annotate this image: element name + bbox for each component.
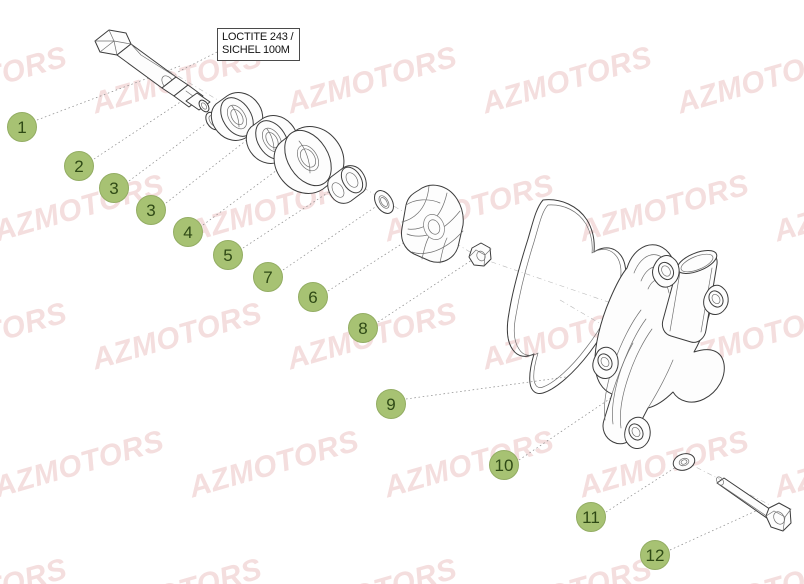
callout-bubble-spacer-sleeve[interactable]: 5 bbox=[213, 240, 243, 270]
note-line-1: LOCTITE 243 / bbox=[222, 31, 294, 43]
callout-bubble-impeller[interactable]: 6 bbox=[298, 282, 328, 312]
loctite-note-box: LOCTITE 243 / SICHEL 100M bbox=[217, 28, 300, 61]
callout-bubble-washer-bolt[interactable]: 11 bbox=[576, 502, 606, 532]
callout-bubble-seal-ring[interactable]: 4 bbox=[173, 217, 203, 247]
callout-bubble-circlip[interactable]: 2 bbox=[64, 151, 94, 181]
callout-bubble-cover-bolt[interactable]: 12 bbox=[640, 540, 670, 570]
callout-bubble-bearing-inner[interactable]: 3 bbox=[136, 195, 166, 225]
callout-bubble-bearing-outer[interactable]: 3 bbox=[99, 173, 129, 203]
callout-bubble-pump-cover[interactable]: 10 bbox=[489, 450, 519, 480]
callout-bubble-nut[interactable]: 8 bbox=[348, 313, 378, 343]
callout-bubble-washer-small[interactable]: 7 bbox=[253, 262, 283, 292]
callout-bubble-pump-shaft[interactable]: 1 bbox=[7, 112, 37, 142]
note-line-2: SICHEL 100M bbox=[222, 44, 290, 56]
callout-bubble-gasket-oring[interactable]: 9 bbox=[376, 389, 406, 419]
